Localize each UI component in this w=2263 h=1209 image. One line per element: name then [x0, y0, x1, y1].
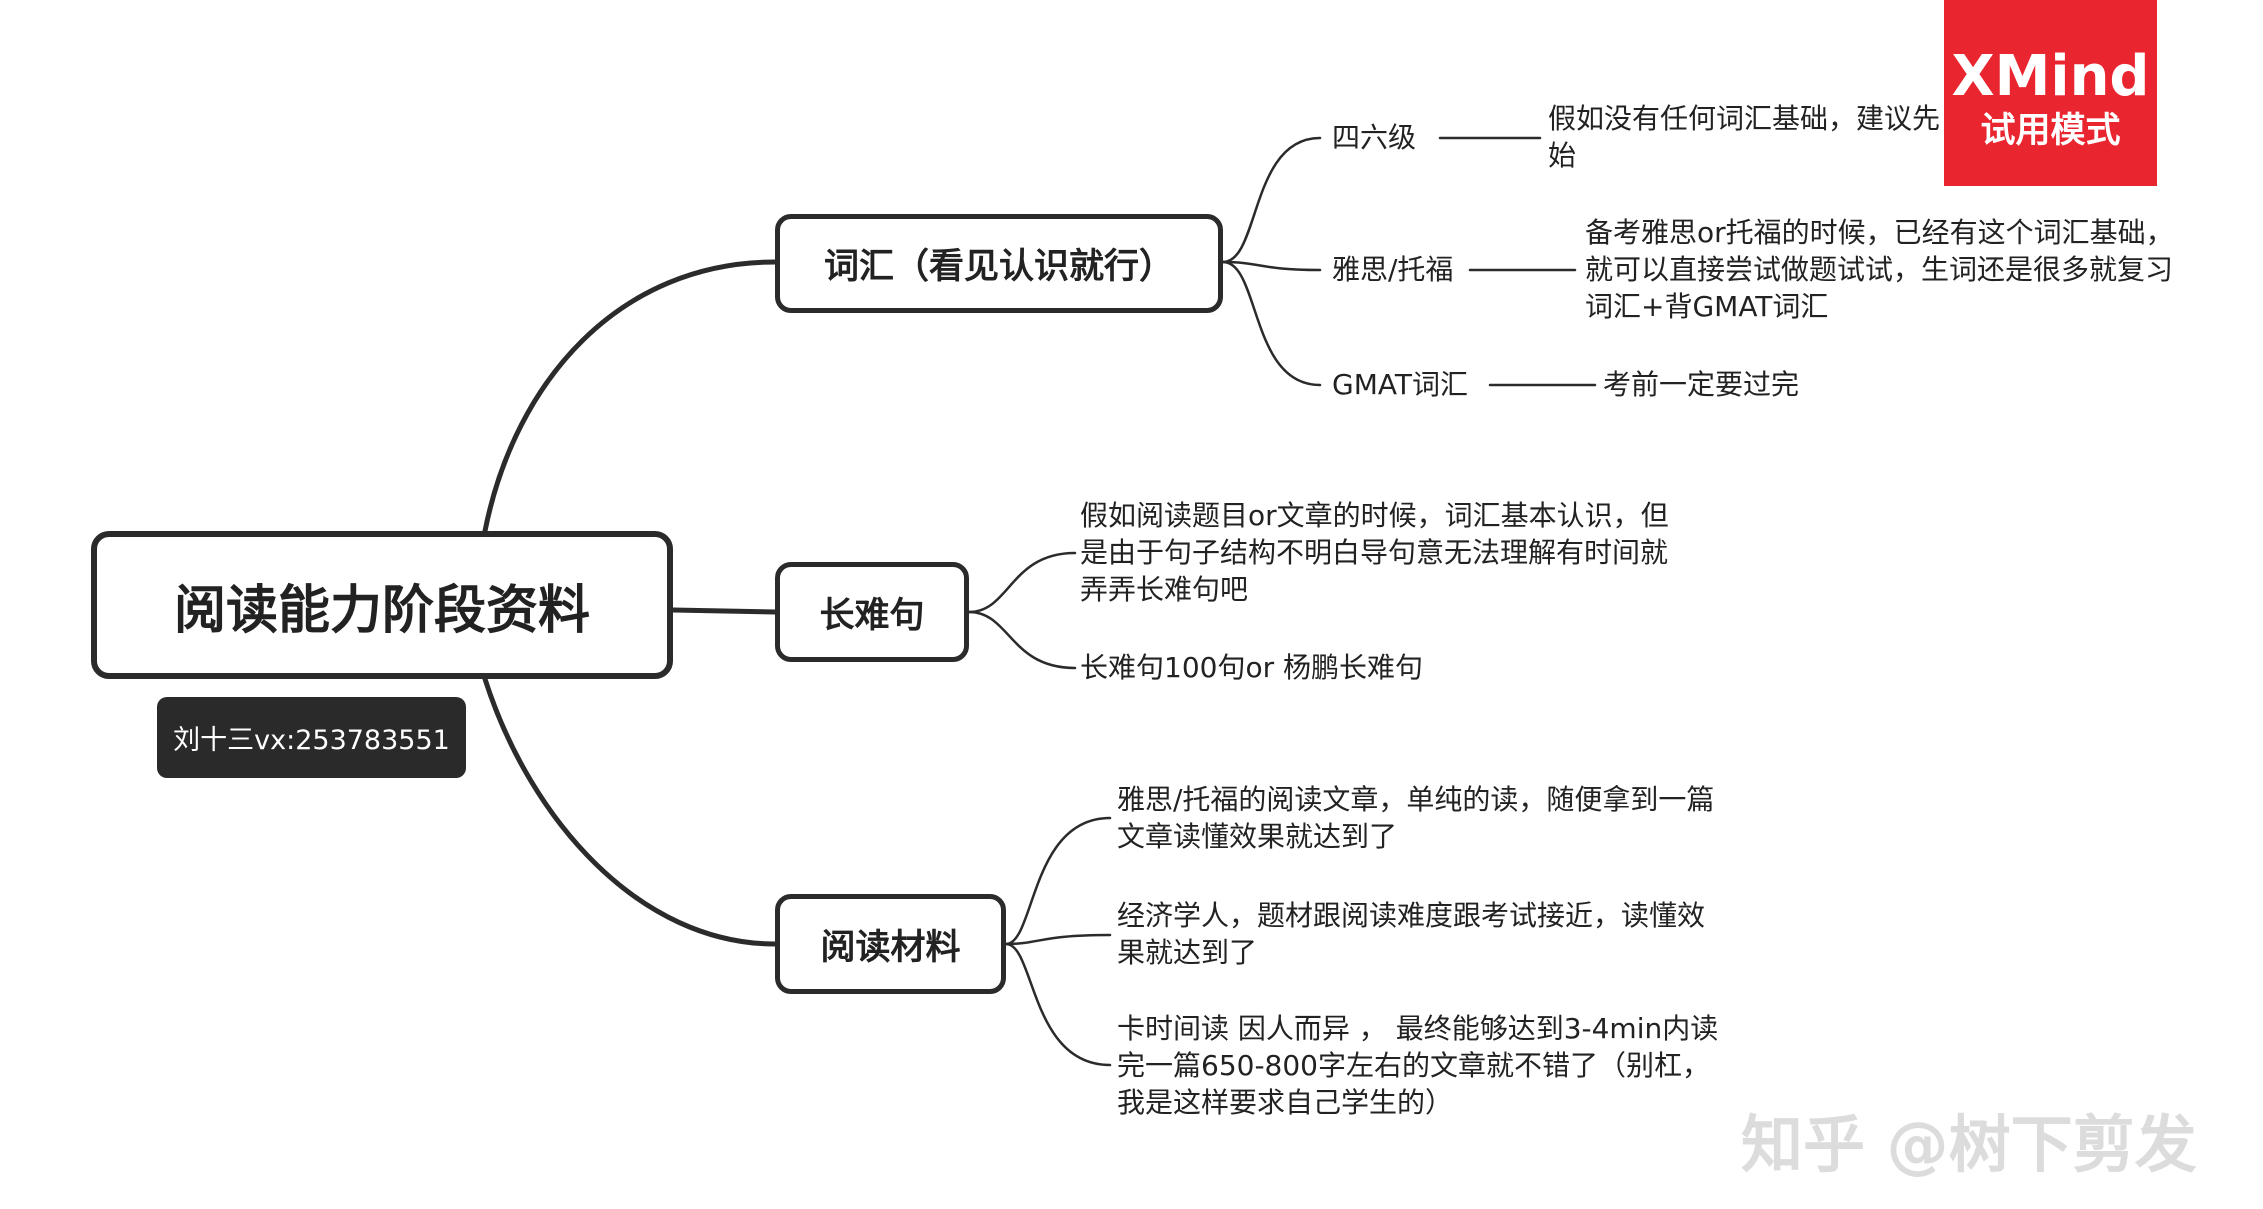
detail-line: 文章读懂效果就达到了 [1117, 820, 1398, 853]
detail-line: 始 [1548, 139, 1577, 172]
connector-central-material [482, 676, 778, 947]
xmind-brand: XMind [1951, 44, 2150, 109]
detail-cet: 假如没有任何词汇基础，建议先 始 [1548, 100, 1940, 174]
subtopic-sentence-structure[interactable]: 假如阅读题目or文章的时候，词汇基本认识，但 是由于句子结构不明白导句意无法理解… [1080, 497, 1669, 608]
detail-ielts-toefl: 备考雅思or托福的时候，已经有这个词汇基础， 就可以直接尝试做题试试，生词还是很… [1585, 214, 2174, 325]
subtopic-timed-reading[interactable]: 卡时间读 因人而异 ， 最终能够达到3-4min内读 完一篇650-800字左右… [1117, 1010, 1718, 1121]
detail-line: 考前一定要过完 [1603, 368, 1800, 401]
detail-line: 果就达到了 [1117, 936, 1258, 969]
connector-sentence-1 [967, 551, 1077, 614]
connector-sentence-2 [967, 610, 1077, 670]
central-topic[interactable]: 阅读能力阶段资料 [91, 531, 673, 679]
detail-line: 假如阅读题目or文章的时候，词汇基本认识，但 [1080, 499, 1669, 532]
detail-line: 备考雅思or托福的时候，已经有这个词汇基础， [1585, 216, 2174, 249]
zhihu-watermark: 知乎 @树下剪发 [1741, 1108, 2197, 1181]
connector-vocab-ielts [1221, 260, 1322, 272]
detail-line: 长难句100句or 杨鹏长难句 [1080, 651, 1423, 684]
connector-material-1 [1004, 816, 1112, 946]
connector-material-3 [1004, 942, 1112, 1067]
connector-central-vocab [482, 259, 778, 534]
detail-line: 雅思/托福的阅读文章，单纯的读，随便拿到一篇 [1117, 783, 1715, 816]
author-tag: 刘十三vx:253783551 [157, 697, 466, 778]
detail-line: 完一篇650-800字左右的文章就不错了（别杠， [1117, 1049, 1710, 1082]
detail-line: 经济学人，题材跟阅读难度跟考试接近，读懂效 [1117, 899, 1706, 932]
detail-gmat: 考前一定要过完 [1603, 366, 1799, 403]
detail-line: 卡时间读 因人而异 ， 最终能够达到3-4min内读 [1117, 1012, 1719, 1045]
branch-reading-materials[interactable]: 阅读材料 [775, 894, 1006, 994]
subtopic-cet[interactable]: 四六级 [1332, 121, 1417, 154]
xmind-trial-badge: XMind 试用模式 [1944, 0, 2157, 186]
detail-line: 弄弄长难句吧 [1080, 573, 1249, 606]
trial-mode-label: 试用模式 [1980, 111, 2121, 151]
branch-vocabulary[interactable]: 词汇（看见认识就行） [775, 214, 1223, 313]
subtopic-economist[interactable]: 经济学人，题材跟阅读难度跟考试接近，读懂效 果就达到了 [1117, 897, 1705, 971]
subtopic-ielts-toefl[interactable]: 雅思/托福 [1332, 253, 1454, 286]
detail-line: 是由于句子结构不明白导句意无法理解有时间就 [1080, 536, 1669, 569]
connector-material-2 [1004, 933, 1112, 946]
subtopic-sentence-books[interactable]: 长难句100句or 杨鹏长难句 [1080, 649, 1423, 686]
subtopic-gmat[interactable]: GMAT词汇 [1332, 368, 1468, 401]
detail-line: 我是这样要求自己学生的） [1117, 1086, 1454, 1119]
subtopic-ielts-articles[interactable]: 雅思/托福的阅读文章，单纯的读，随便拿到一篇 文章读懂效果就达到了 [1117, 781, 1714, 855]
detail-line: 就可以直接尝试做题试试，生词还是很多就复习 [1585, 253, 2174, 286]
branch-long-sentences[interactable]: 长难句 [775, 562, 969, 662]
connector-vocab-gmat [1221, 260, 1322, 387]
connector-vocab-cet [1221, 136, 1322, 264]
detail-line: 假如没有任何词汇基础，建议先 [1548, 102, 1941, 135]
detail-line: 词汇+背GMAT词汇 [1585, 290, 1829, 323]
connector-central-sentence [670, 607, 778, 615]
